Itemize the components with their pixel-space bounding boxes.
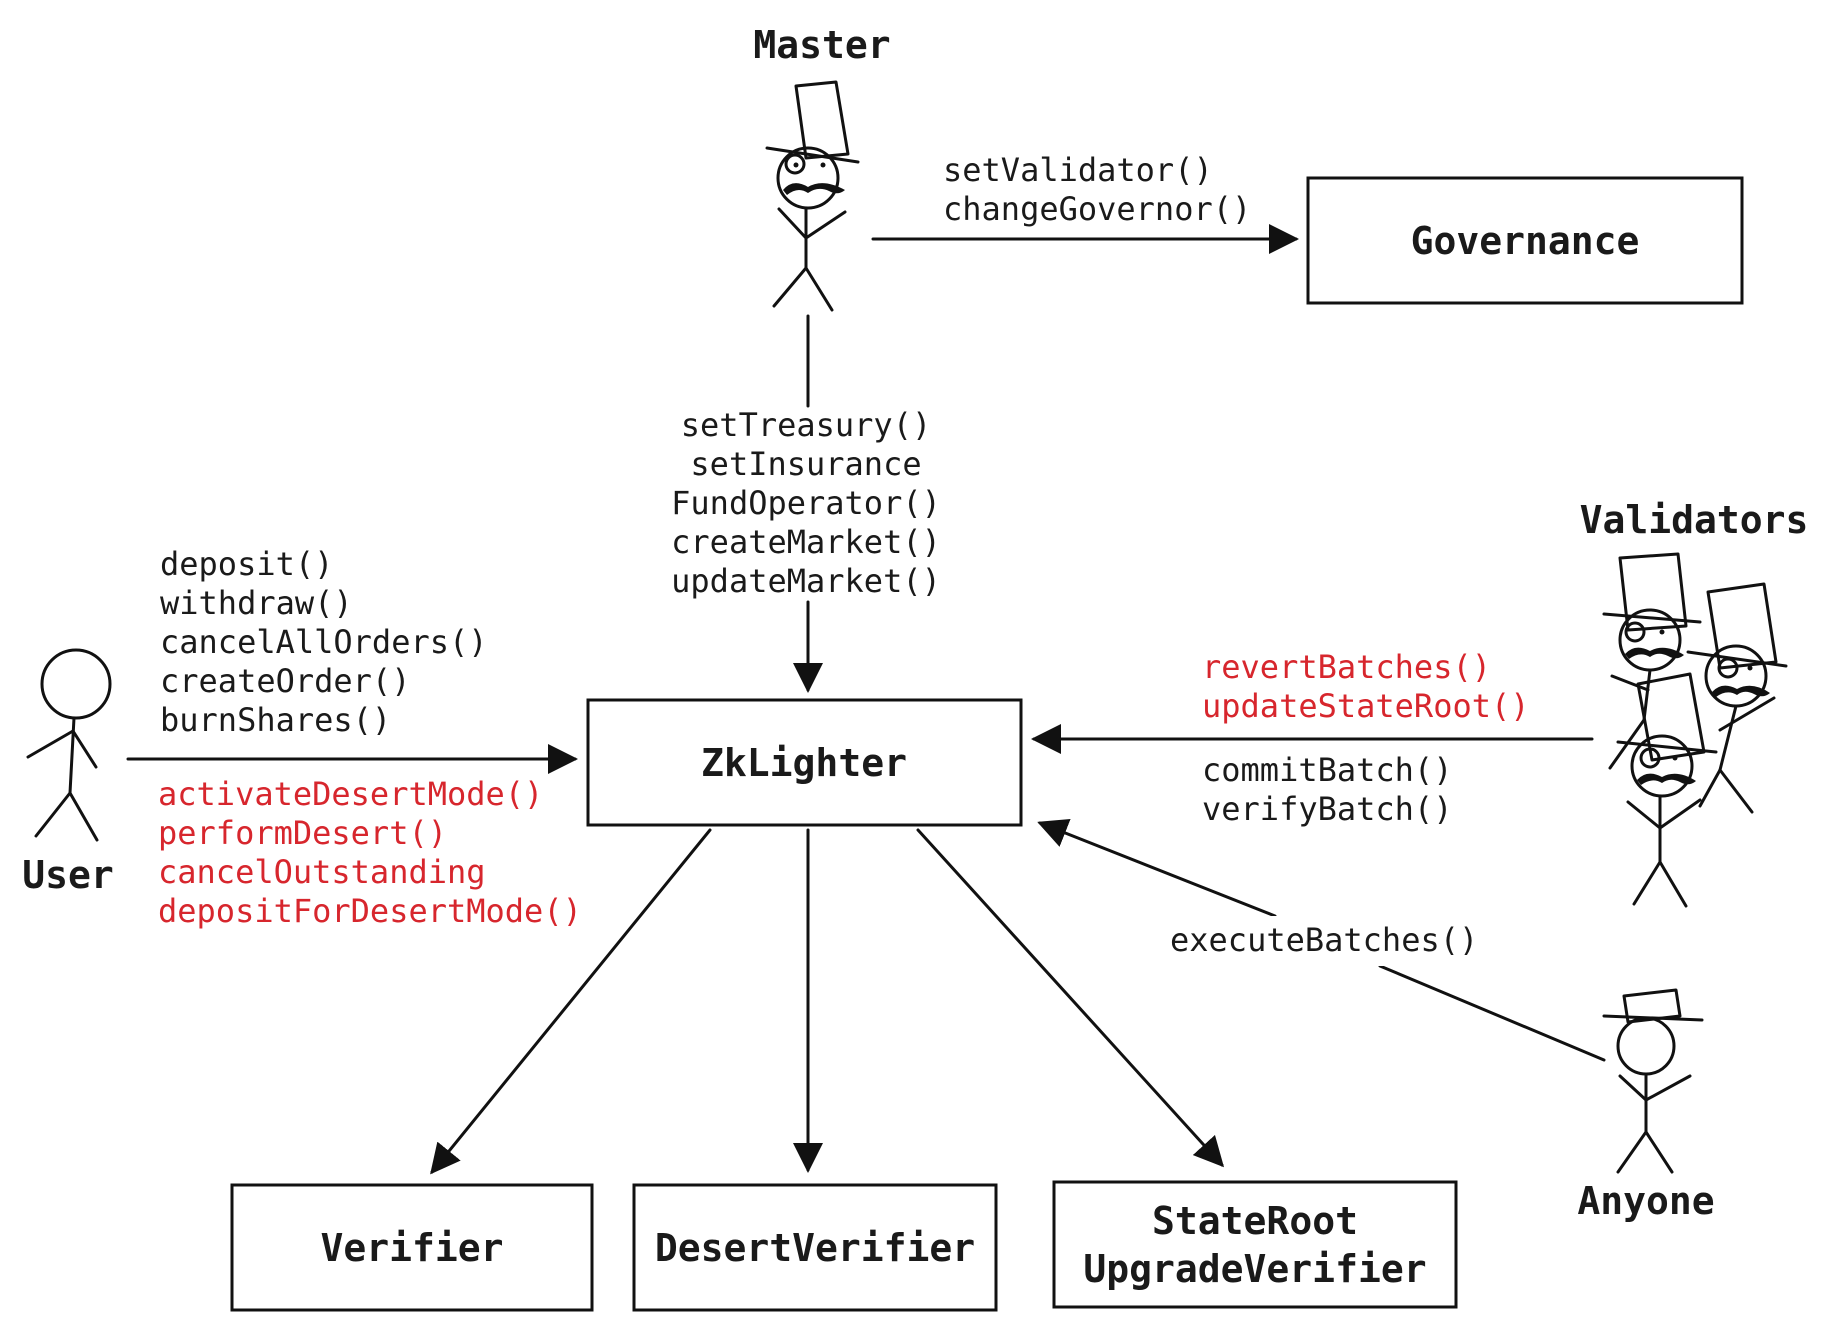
user-calls: deposit() withdraw() cancelAllOrders() c… (160, 545, 488, 739)
stateroot-upgrade-verifier-box: StateRoot UpgradeVerifier (1052, 1180, 1458, 1309)
top-hat-icon (765, 80, 860, 164)
validators-title: Validators (1580, 498, 1809, 542)
validator-red-call-label: revertBatches() (1202, 648, 1491, 686)
desert-call-label: activateDesertMode() (158, 775, 543, 813)
call-label: changeGovernor() (943, 190, 1251, 228)
master-figure (765, 80, 860, 312)
user-title: User (22, 853, 114, 897)
upgrade-verifier-label: UpgradeVerifier (1083, 1247, 1426, 1291)
validator-figure (1602, 552, 1702, 770)
top-hat-icon (1618, 552, 1688, 632)
anyone-title: Anyone (1577, 1179, 1714, 1223)
mustache-icon (1625, 647, 1684, 659)
governance-box: Governance (1306, 176, 1744, 305)
zklighter-to-stateroot-verifier-arrow (916, 828, 1225, 1168)
anyone-calls: executeBatches() (1166, 916, 1478, 966)
call-label: createMarket() (671, 523, 941, 561)
label-background (1166, 916, 1478, 966)
user-figure (26, 648, 112, 842)
call-label: createOrder() (160, 662, 410, 700)
desert-call-label: performDesert() (158, 814, 447, 852)
call-label: FundOperator() (671, 484, 941, 522)
monocle-icon (784, 153, 806, 175)
call-label: deposit() (160, 545, 333, 583)
anyone-figure (1602, 988, 1704, 1174)
call-label: withdraw() (160, 584, 353, 622)
small-hat-icon (1602, 988, 1704, 1024)
master-title: Master (753, 23, 890, 67)
monocle-icon (1717, 657, 1739, 679)
monocle-icon (1639, 747, 1661, 769)
call-label: setTreasury() (681, 406, 931, 444)
stateroot-label: StateRoot (1152, 1199, 1358, 1243)
mustache-icon (783, 183, 845, 195)
desert-call-label: cancelOutstanding (158, 853, 486, 891)
mustache-icon (1712, 685, 1770, 697)
monocle-icon (1624, 621, 1646, 643)
desert-call-label: depositForDesertMode() (158, 892, 582, 930)
validator-red-calls: revertBatches() updateStateRoot() (1202, 648, 1530, 725)
validator-figure (1686, 582, 1788, 814)
governance-label: Governance (1411, 219, 1640, 263)
validator-red-call-label: updateStateRoot() (1202, 687, 1530, 725)
master-governance-calls: setValidator() changeGovernor() (943, 151, 1251, 228)
top-hat-icon (1706, 582, 1778, 670)
anyone-call-label: executeBatches() (1170, 921, 1478, 959)
anyone-to-zklighter-line (1378, 964, 1606, 1062)
zklighter-to-verifier-arrow (430, 828, 712, 1175)
master-zklighter-calls: setTreasury() setInsurance FundOperator(… (671, 406, 941, 600)
call-label: updateMarket() (671, 562, 941, 600)
validators-figures (1602, 552, 1788, 908)
validator-call-label: commitBatch() (1202, 751, 1452, 789)
user-desert-calls: activateDesertMode() performDesert() can… (158, 775, 582, 930)
validator-call-label: verifyBatch() (1202, 790, 1452, 828)
desert-verifier-box: DesertVerifier (632, 1183, 998, 1312)
anyone-to-zklighter-arrow (1037, 818, 1277, 918)
validator-calls: commitBatch() verifyBatch() (1202, 751, 1452, 828)
call-label: cancelAllOrders() (160, 623, 488, 661)
zklighter-label: ZkLighter (701, 741, 907, 785)
desert-verifier-label: DesertVerifier (655, 1226, 975, 1270)
verifier-box: Verifier (230, 1183, 594, 1312)
mustache-icon (1637, 773, 1696, 785)
validator-figure (1616, 672, 1718, 908)
zklighter-box: ZkLighter (586, 698, 1023, 827)
call-label: setValidator() (943, 151, 1213, 189)
verifier-label: Verifier (320, 1226, 503, 1270)
call-label: burnShares() (160, 701, 391, 739)
call-label: setInsurance (690, 445, 921, 483)
